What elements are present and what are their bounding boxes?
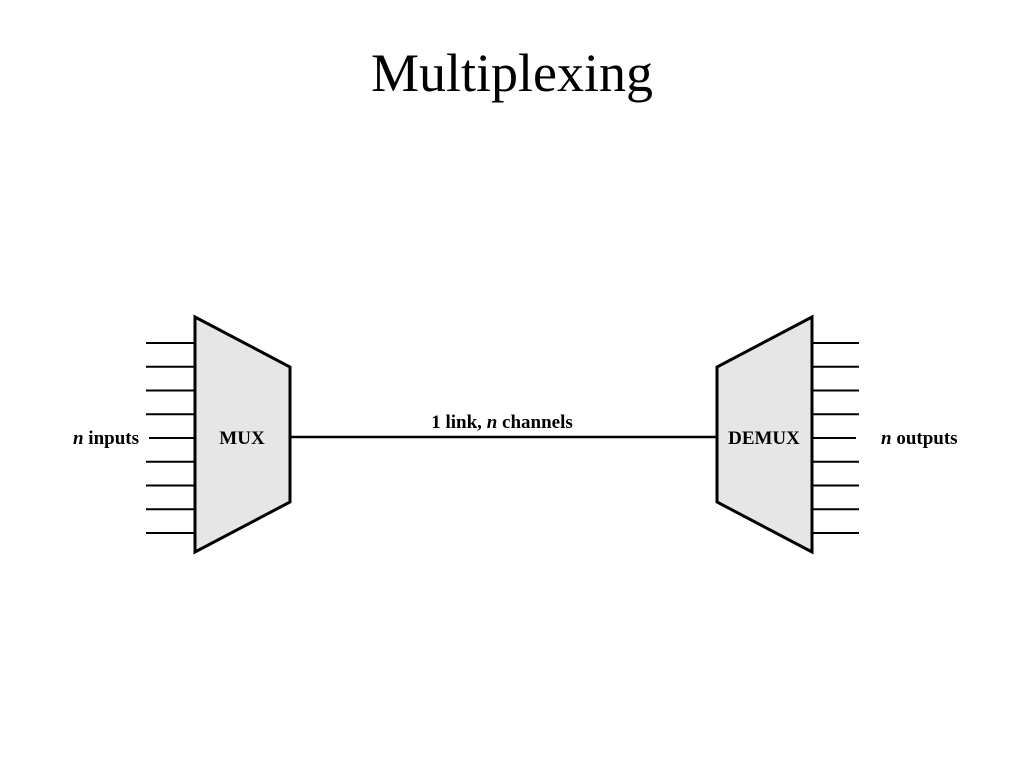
link-label: 1 link, n channels bbox=[431, 412, 573, 433]
demux-block bbox=[715, 314, 814, 555]
outputs-label: n outputs bbox=[881, 428, 958, 449]
link-label-prefix: 1 link, bbox=[431, 412, 486, 433]
output-lines bbox=[812, 342, 859, 534]
inputs-label: n inputs bbox=[73, 428, 139, 449]
inputs-label-text: inputs bbox=[84, 428, 139, 449]
outputs-label-text: outputs bbox=[892, 428, 958, 449]
inputs-label-var: n bbox=[73, 428, 84, 449]
slide-title: Multiplexing bbox=[371, 43, 653, 103]
demux-label: DEMUX bbox=[728, 428, 800, 449]
link-label-var: n bbox=[487, 412, 498, 433]
link-label-suffix: channels bbox=[497, 412, 573, 433]
input-lines bbox=[146, 342, 195, 534]
mux-label: MUX bbox=[219, 428, 265, 449]
outputs-label-var: n bbox=[881, 428, 892, 449]
mux-block bbox=[193, 314, 292, 555]
